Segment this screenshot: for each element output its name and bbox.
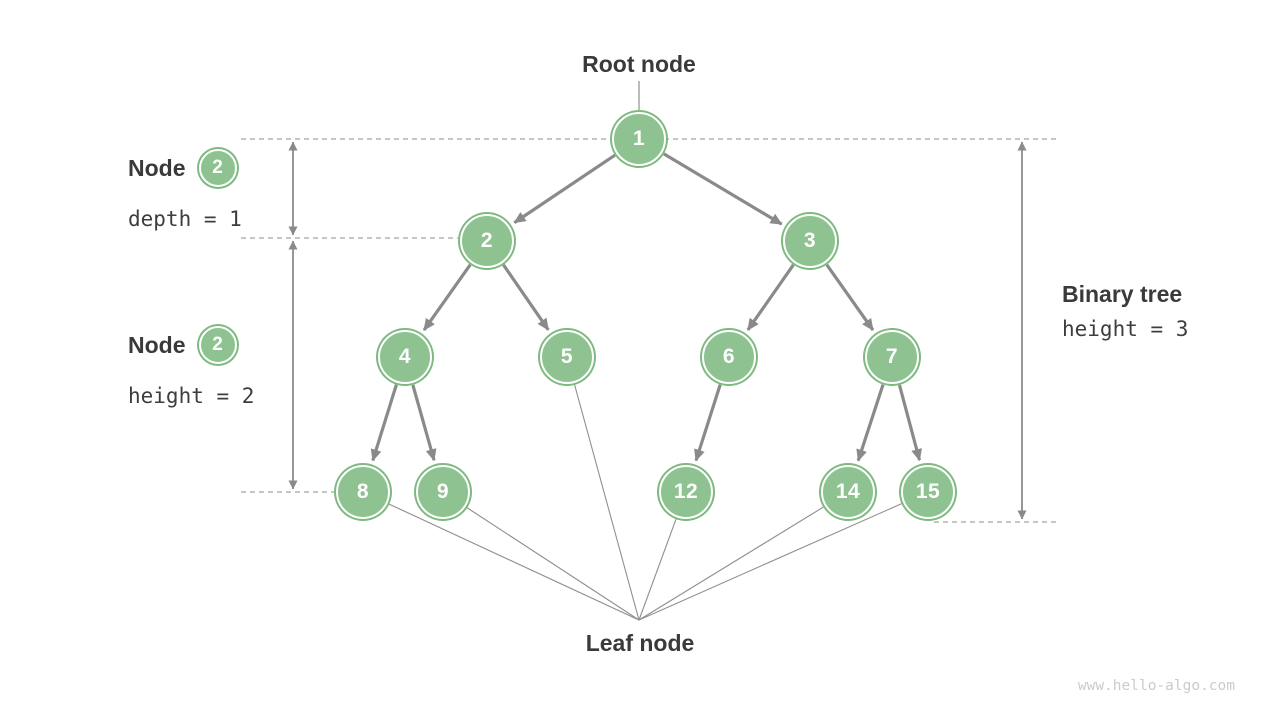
height-value-text: height = 2 — [128, 384, 255, 408]
leaf-pointer-line — [638, 503, 902, 621]
leaf-pointer-line — [638, 506, 824, 621]
node-2-badge: 2 — [198, 149, 237, 187]
tree-node-8: 8 — [336, 465, 390, 519]
tree-edge-7-14 — [856, 384, 885, 462]
tree-edge-3-7 — [825, 263, 875, 331]
depth-value-text: depth = 1 — [128, 207, 242, 231]
node-height-annotation-header: Node 2 — [128, 324, 254, 366]
tree-edge-4-9 — [411, 384, 437, 462]
node-depth-annotation-title: Node — [128, 154, 186, 181]
tree-node-9: 9 — [416, 465, 470, 519]
root-node-label: Root node — [582, 51, 696, 77]
tree-edge-4-8 — [370, 384, 398, 462]
tree-node-15: 15 — [901, 465, 955, 519]
binary-tree-annotation-title: Binary tree — [1062, 281, 1183, 307]
tree-edge-3-6 — [746, 263, 795, 331]
tree-node-4: 4 — [378, 330, 432, 384]
tree-node-3: 3 — [783, 214, 837, 268]
tree-node-12: 12 — [659, 465, 713, 519]
leaf-pointer-line — [389, 503, 640, 621]
tree-edge-1-2 — [513, 153, 616, 224]
node-height-annotation-title: Node — [128, 331, 186, 358]
tree-edge-7-15 — [897, 384, 922, 462]
node-2-badge: 2 — [198, 326, 237, 364]
tree-node-1: 1 — [612, 112, 666, 166]
binary-tree-height-annotation: Binary tree height = 3 — [1062, 281, 1188, 341]
tree-edge-2-5 — [502, 263, 550, 331]
node-depth-annotation: Node 2 depth = 1 — [128, 147, 242, 231]
tree-node-2: 2 — [460, 214, 514, 268]
tree-node-14: 14 — [821, 465, 875, 519]
node-height-annotation: Node 2 height = 2 — [128, 324, 254, 408]
tree-edge-6-12 — [694, 384, 722, 462]
tree-edge-2-4 — [422, 263, 472, 331]
binary-tree-height-value-text: height = 3 — [1062, 317, 1189, 341]
leaf-pointer-line — [574, 384, 640, 621]
node-depth-annotation-header: Node 2 — [128, 147, 242, 189]
leaf-node-label: Leaf node — [585, 630, 695, 656]
tree-node-6: 6 — [702, 330, 756, 384]
tree-node-7: 7 — [865, 330, 919, 384]
tree-node-5: 5 — [540, 330, 594, 384]
leaf-pointer-line — [638, 519, 677, 621]
tree-edge-1-3 — [663, 152, 783, 226]
watermark-text: www.hello-algo.com — [1077, 678, 1235, 694]
leaf-pointer-line — [466, 507, 640, 621]
